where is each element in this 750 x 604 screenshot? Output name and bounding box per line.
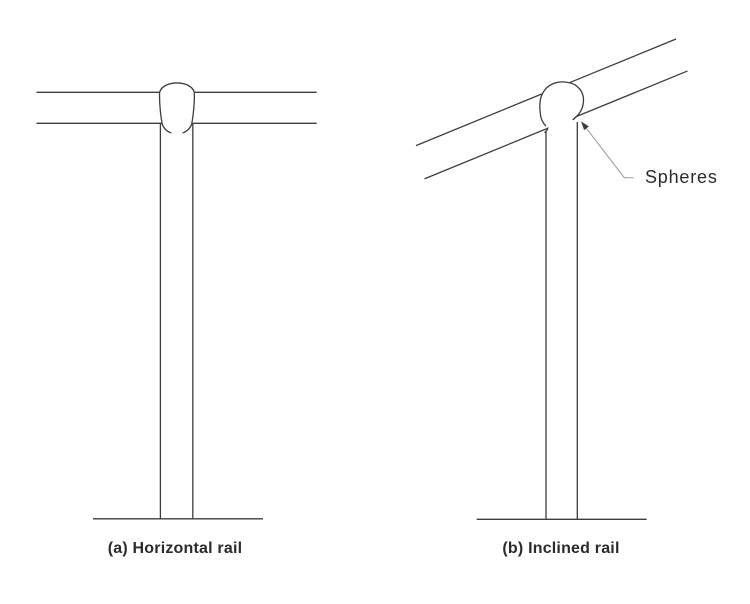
rail-b-top-left-segment (415, 93, 543, 147)
arrowhead-icon (581, 121, 589, 131)
sphere-joint-outline-a (158, 82, 196, 134)
leader-line (583, 124, 634, 179)
panel-a-horizontal-rail (36, 82, 317, 520)
caption-panel-b: (b) Inclined rail (502, 540, 620, 557)
sphere-joint-outline-b (539, 81, 585, 127)
rail-b-bottom-left-segment (424, 127, 549, 180)
panel-b-inclined-rail (415, 38, 688, 520)
caption-panel-a: (a) Horizontal rail (107, 540, 243, 557)
rail-b-bottom-right-segment (572, 70, 688, 121)
spheres-annotation-label: Spheres (645, 167, 718, 187)
rail-b-top-right-segment (569, 38, 677, 84)
